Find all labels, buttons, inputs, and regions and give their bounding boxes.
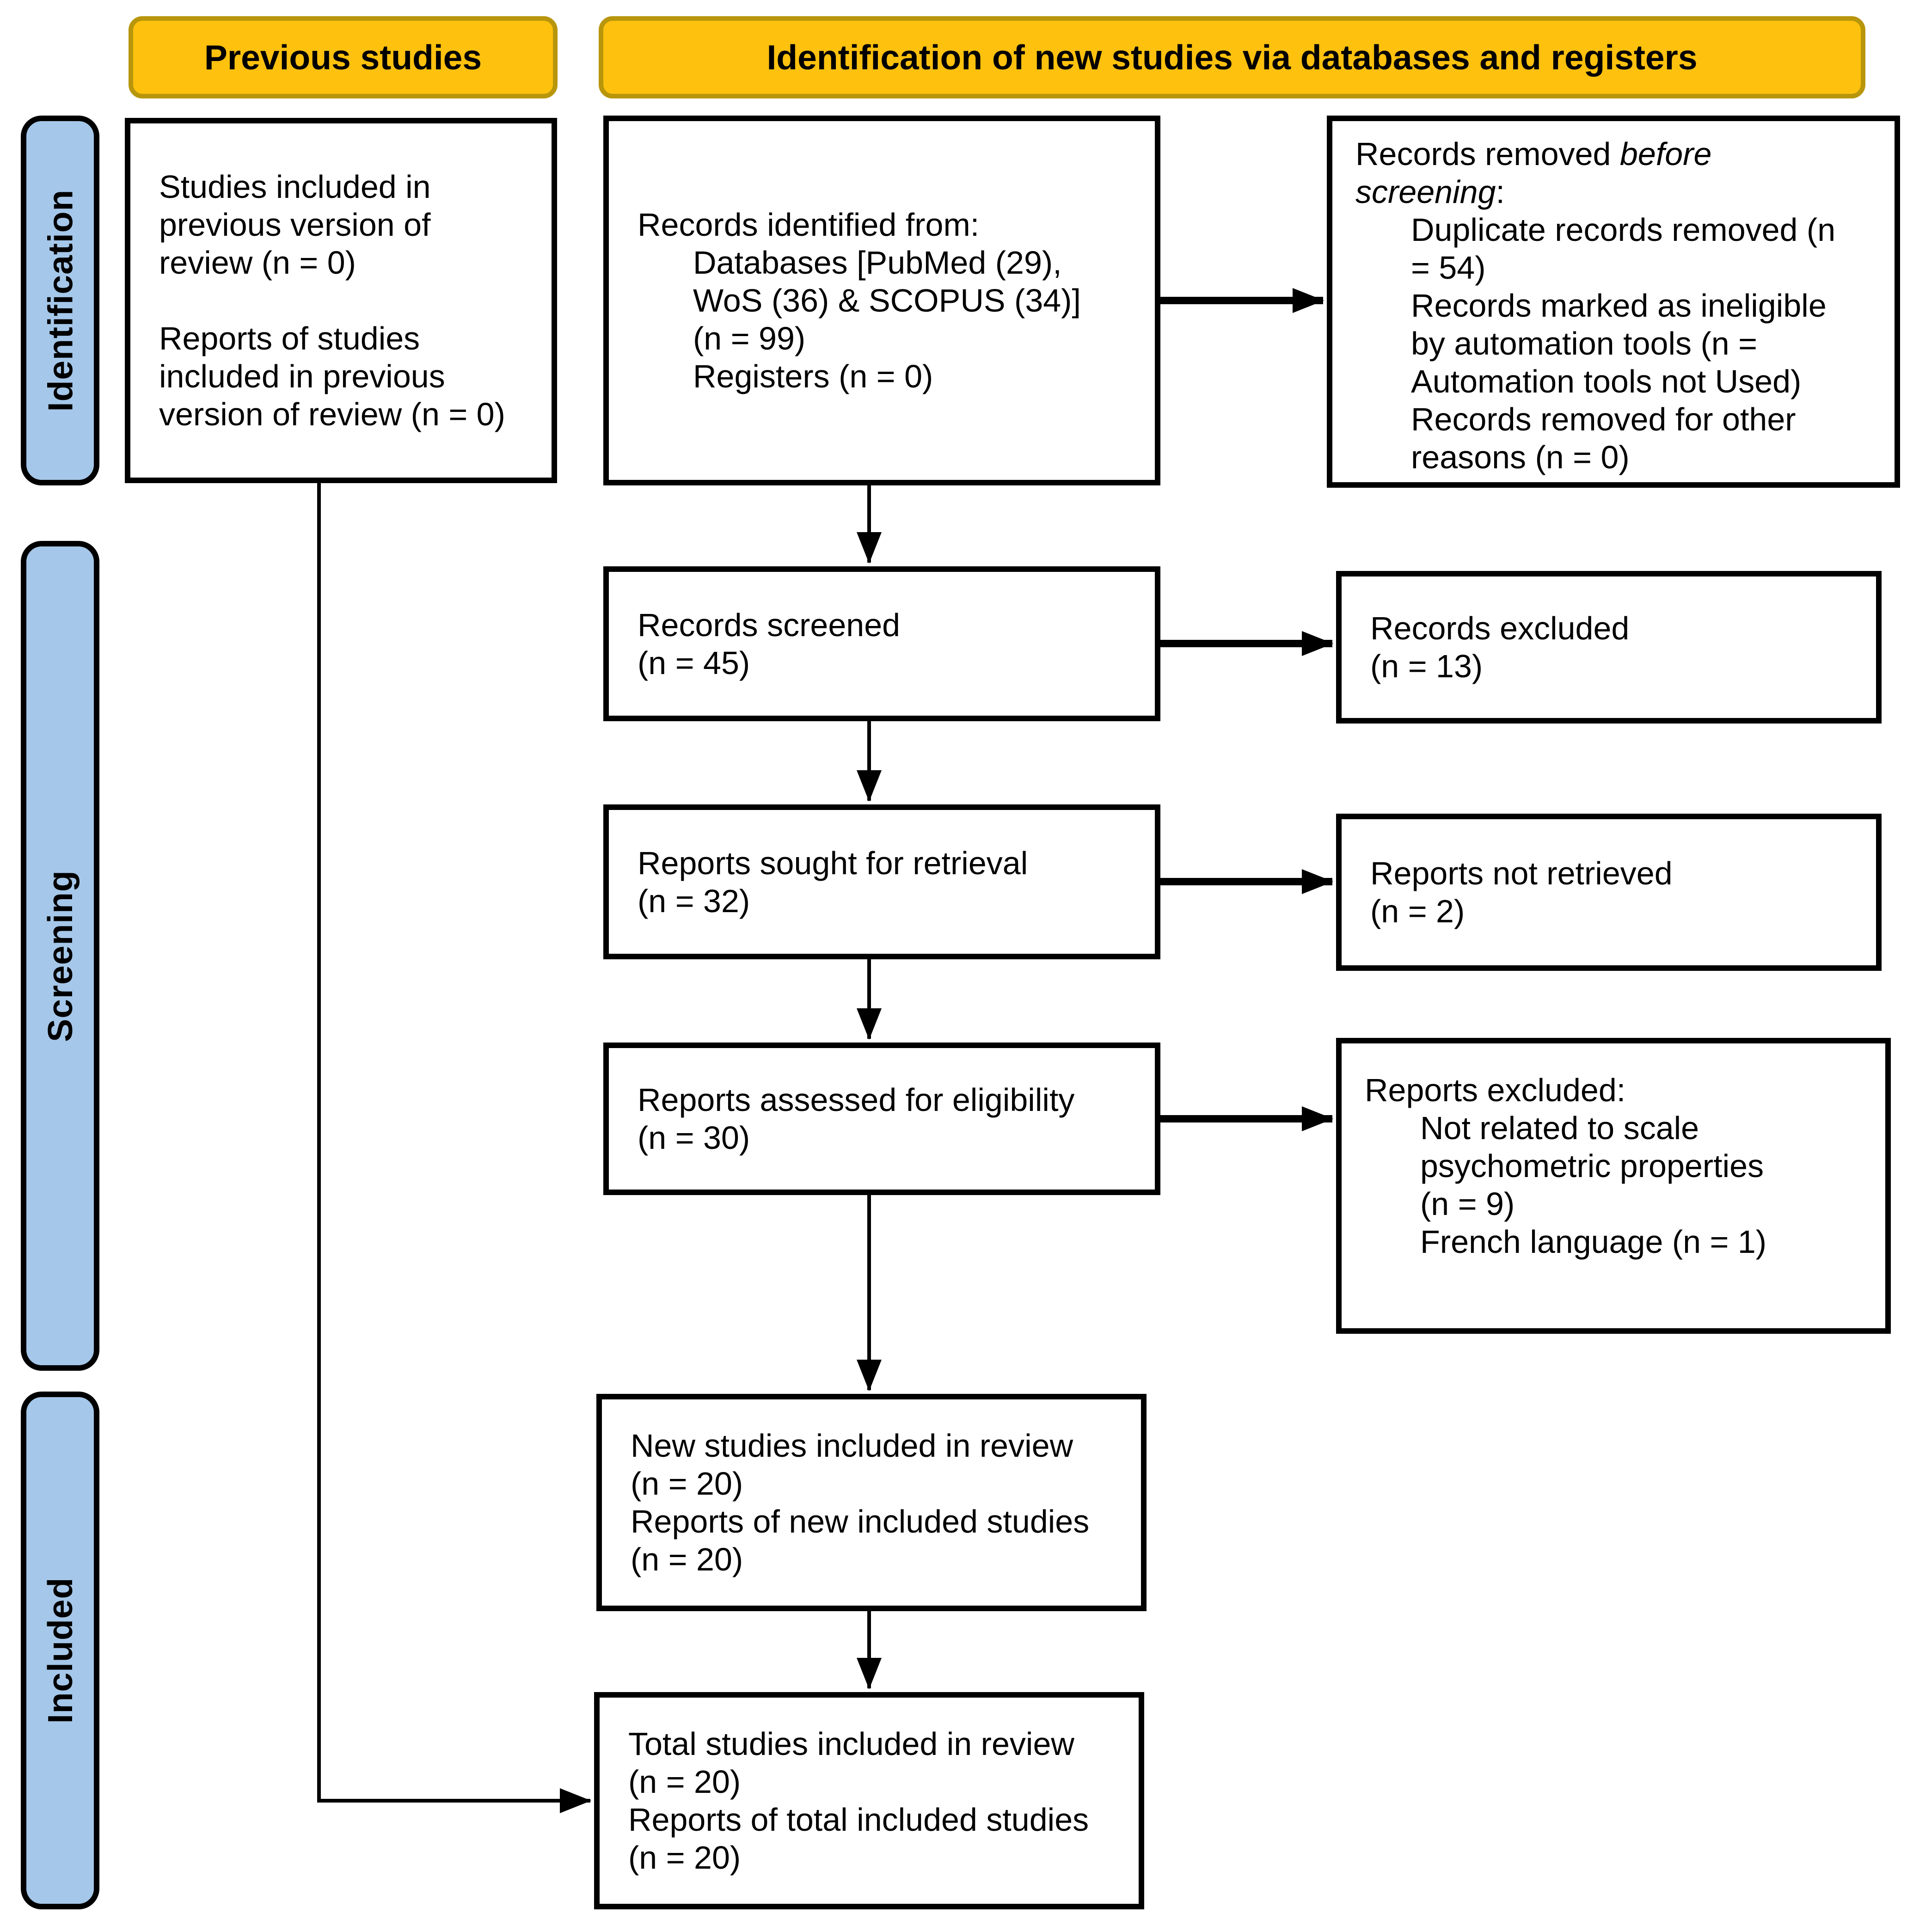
text-line: Not related to scale (1420, 1110, 1699, 1146)
records-removed-title-italic1: before (1619, 136, 1712, 172)
box-reports-sought-text: Reports sought for retrieval(n = 32) (638, 844, 1136, 920)
box-reports-assessed: Reports assessed for eligibility(n = 30) (603, 1043, 1160, 1195)
text-line: (n = 20) (631, 1466, 743, 1502)
records-removed-title-prefix: Records removed (1355, 136, 1620, 172)
text-line: previous version of (159, 207, 431, 243)
text-line: French language (n = 1) (1420, 1224, 1767, 1260)
box-records-excluded-text: Records excluded(n = 13) (1370, 609, 1858, 685)
box-new-studies: New studies included in review(n = 20)Re… (596, 1394, 1147, 1611)
box-new-studies-text: New studies included in review(n = 20)Re… (631, 1427, 1122, 1578)
sidebar-identification: Identification (21, 116, 99, 485)
arrow-previous-to-total (317, 483, 591, 1813)
text-line: Records removed for other (1411, 401, 1796, 437)
text-line: Reports of total included studies (628, 1802, 1089, 1838)
box-records-screened-text: Records screened(n = 45) (638, 606, 1136, 682)
text-line: version of review (n = 0) (159, 396, 505, 432)
text-line: Reports assessed for eligibility (638, 1082, 1075, 1118)
box-reports-assessed-text: Reports assessed for eligibility(n = 30) (638, 1081, 1136, 1157)
box-records-removed-title-line2: screening: (1355, 173, 1876, 211)
text-line: = 54) (1411, 250, 1486, 286)
text-line: WoS (36) & SCOPUS (34)] (693, 282, 1081, 319)
text-line: Reports of studies (159, 320, 420, 356)
box-records-removed-title-line1: Records removed before (1355, 135, 1876, 173)
box-records-excluded: Records excluded(n = 13) (1336, 571, 1882, 724)
box-reports-excluded-title: Reports excluded: (1365, 1072, 1626, 1108)
text-line: Registers (n = 0) (693, 358, 933, 394)
records-removed-title-italic2: screening (1355, 174, 1496, 210)
sidebar-screening: Screening (21, 541, 99, 1371)
box-records-removed: Records removed before screening: Duplic… (1327, 116, 1900, 488)
sidebar-identification-label: Identification (41, 189, 80, 412)
box-total-studies-text: Total studies included in review(n = 20)… (628, 1725, 1120, 1877)
text-line: Databases [PubMed (29), (693, 245, 1062, 281)
box-records-screened: Records screened(n = 45) (603, 566, 1160, 721)
box-total-studies: Total studies included in review(n = 20)… (594, 1692, 1144, 1909)
records-removed-title-suffix: : (1496, 174, 1505, 210)
text-line: (n = 45) (638, 644, 750, 681)
text-line: Reports sought for retrieval (638, 845, 1028, 881)
header-previous-studies-label: Previous studies (204, 38, 482, 77)
text-line: (n = 9) (1420, 1186, 1515, 1222)
text-line: (n = 2) (1370, 893, 1465, 929)
text-line: (n = 20) (628, 1840, 741, 1876)
text-line: New studies included in review (631, 1428, 1073, 1464)
text-line: (n = 20) (628, 1764, 741, 1800)
text-line: psychometric properties (1420, 1148, 1764, 1184)
text-line: (n = 13) (1370, 648, 1483, 684)
text-line: (n = 30) (638, 1120, 750, 1156)
header-new-studies: Identification of new studies via databa… (599, 16, 1865, 98)
box-reports-not-retrieved: Reports not retrieved(n = 2) (1336, 814, 1882, 971)
text-line: (n = 99) (693, 320, 806, 356)
text-line: Duplicate records removed (n (1411, 212, 1836, 248)
box-records-identified: Records identified from: Databases [PubM… (603, 116, 1160, 485)
text-line: (n = 32) (638, 883, 750, 919)
box-records-removed-items: Duplicate records removed (n= 54)Records… (1355, 211, 1876, 476)
text-line: Records screened (638, 607, 901, 643)
text-line: included in previous (159, 358, 445, 394)
sidebar-screening-label: Screening (41, 870, 80, 1042)
text-line: Automation tools not Used) (1411, 363, 1802, 399)
text-line: Total studies included in review (628, 1726, 1074, 1762)
text-line (159, 282, 533, 319)
text-line: reasons (n = 0) (1411, 439, 1630, 475)
header-new-studies-label: Identification of new studies via databa… (766, 38, 1698, 77)
box-reports-not-retrieved-text: Reports not retrieved(n = 2) (1370, 854, 1858, 930)
text-line: Reports of new included studies (631, 1503, 1090, 1539)
box-records-identified-items: Databases [PubMed (29),WoS (36) & SCOPUS… (638, 244, 1136, 395)
text-line: review (n = 0) (159, 245, 356, 281)
text-line: Reports not retrieved (1370, 855, 1673, 891)
text-line: Studies included in (159, 169, 431, 205)
box-reports-sought: Reports sought for retrieval(n = 32) (603, 804, 1160, 959)
sidebar-included-label: Included (41, 1577, 80, 1724)
text-line: Records marked as ineligible (1411, 288, 1827, 324)
text-line: (n = 20) (631, 1541, 743, 1577)
text-line: by automation tools (n = (1411, 325, 1758, 362)
header-previous-studies: Previous studies (129, 16, 558, 98)
box-records-identified-title: Records identified from: (638, 207, 980, 243)
text-line: Records excluded (1370, 610, 1630, 646)
sidebar-included: Included (21, 1392, 99, 1909)
